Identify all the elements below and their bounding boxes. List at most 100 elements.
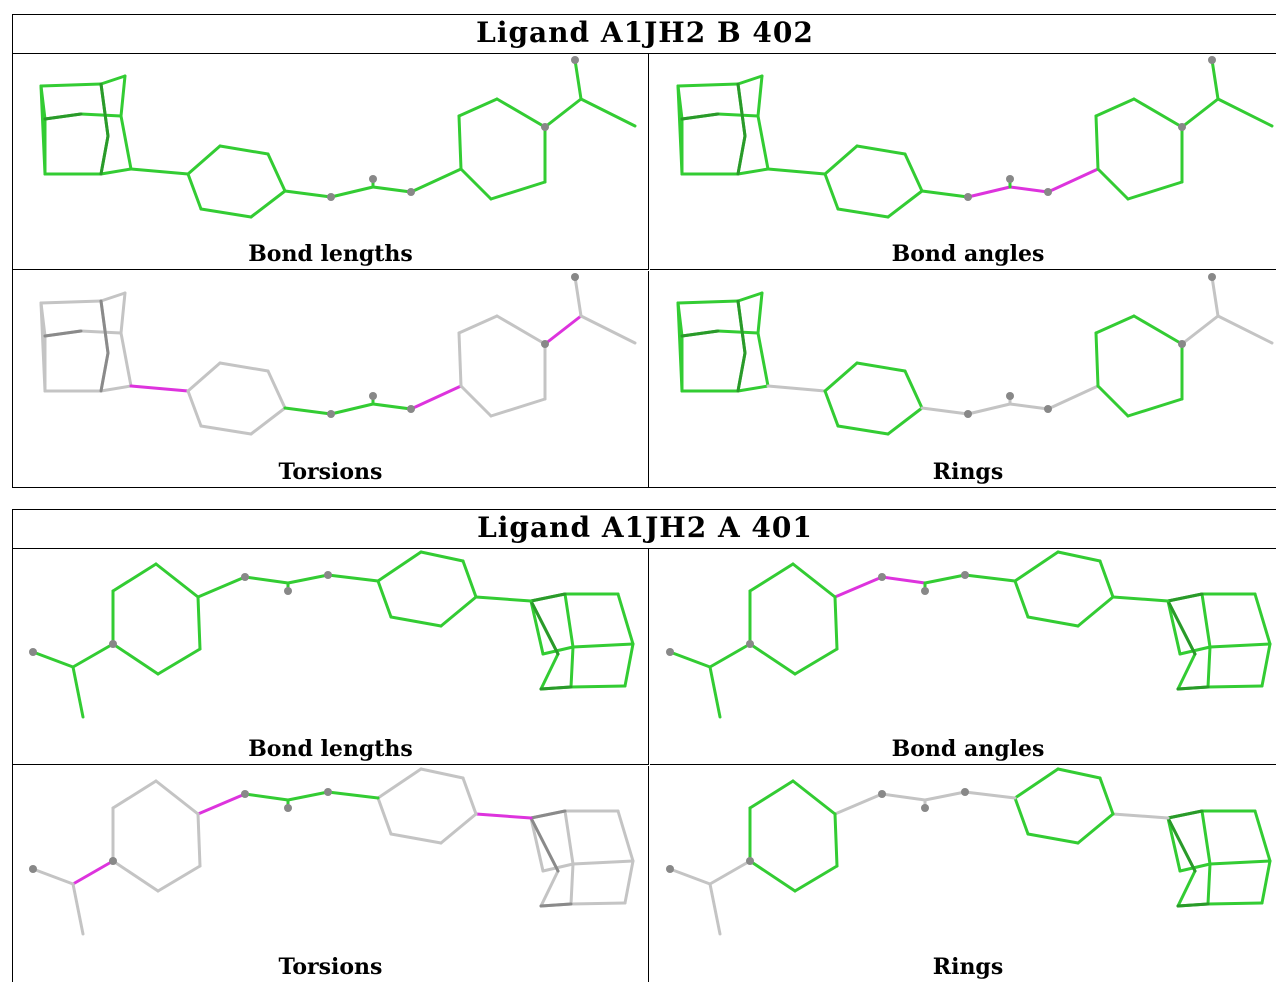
bond-ring1 [836, 424, 890, 436]
bond-ring1 [186, 144, 222, 176]
atom-marker [878, 573, 886, 581]
panel-torsions: Torsions [13, 271, 649, 487]
bond-iso [1216, 97, 1274, 128]
bond-cageDark [539, 685, 573, 691]
bond-cage [1253, 809, 1272, 863]
atom-marker [571, 56, 579, 64]
panel-rings: Rings [650, 766, 1276, 982]
bond-ring1 [461, 559, 478, 599]
bond-cage [616, 809, 635, 863]
bond-link3 [833, 575, 884, 599]
bond-iso [708, 882, 722, 936]
bond-cageDark [99, 134, 110, 176]
bond-cage [39, 299, 103, 305]
bond-ring1 [376, 767, 423, 800]
bond-cage [716, 329, 760, 335]
atom-marker [324, 788, 332, 796]
bond-ring1 [439, 595, 478, 628]
molecule-view [676, 56, 1274, 219]
bond-ring2 [459, 167, 493, 201]
bond-ring2 [1132, 314, 1184, 346]
bond-chainA [966, 185, 1012, 199]
bond-chainB [371, 402, 413, 411]
bond-cage [119, 331, 133, 388]
bond-ring2 [1096, 167, 1130, 201]
atom-marker [324, 571, 332, 579]
atom-marker [1006, 392, 1014, 400]
bond-ring1 [266, 152, 287, 193]
bond-iso [1216, 314, 1274, 345]
bond-cage [99, 167, 133, 176]
molecule-view [29, 767, 635, 936]
bond-cage [1208, 859, 1272, 866]
bond-ring1 [886, 189, 924, 219]
bond-ring1 [389, 615, 443, 628]
atom-marker [746, 640, 754, 648]
bond-ring1 [823, 172, 840, 211]
bond-cage [1206, 684, 1264, 689]
bond-chainA [880, 575, 927, 585]
bond-ring2 [748, 859, 797, 893]
bond-ring2 [791, 562, 837, 599]
bond-ring1 [903, 152, 924, 193]
bond-cage [1166, 599, 1182, 656]
bond-cageDark [1166, 809, 1204, 820]
bond-ring1 [186, 389, 203, 428]
bond-cage [39, 82, 103, 88]
atom-marker [1044, 188, 1052, 196]
bond-ring1 [419, 767, 465, 780]
bond-ring1 [1056, 550, 1102, 563]
bond-cage [676, 82, 740, 88]
panel-bond-lengths: Bond lengths [13, 54, 649, 270]
panel-rings: Rings [650, 271, 1276, 487]
bond-cage [1176, 652, 1197, 691]
bond-link1 [129, 384, 190, 393]
ligand-table-2: Ligand A1JH2 A 401 Bond lengths Bond ang… [12, 509, 1276, 982]
atom-marker [241, 573, 249, 581]
bond-link1 [1111, 595, 1170, 603]
bond-ring2 [457, 314, 499, 335]
atom-marker [284, 587, 292, 595]
atom-marker [284, 804, 292, 812]
bond-cage [1208, 642, 1272, 649]
bond-link2 [326, 790, 380, 800]
molecule-view [676, 273, 1274, 436]
bond-cage [563, 592, 575, 649]
bond-ring2 [489, 397, 547, 418]
bond-cage [529, 816, 545, 873]
bond-cage [539, 652, 560, 691]
bond-cageDark [680, 112, 720, 121]
atom-marker [746, 857, 754, 865]
atom-marker [541, 123, 549, 131]
bond-ring1 [1076, 595, 1115, 628]
bond-link3 [409, 384, 463, 411]
panel-caption: Bond lengths [248, 736, 413, 762]
bond-ring1 [823, 361, 859, 393]
bond-ring1 [1098, 776, 1115, 816]
bond-cage [569, 645, 575, 689]
bond-link2 [283, 406, 333, 416]
ligand-table-1: Ligand A1JH2 B 402 Bond lengths Bond ang… [12, 14, 1276, 488]
bond-cage [716, 112, 760, 118]
bond-cage [736, 167, 770, 176]
atom-marker [541, 340, 549, 348]
atom-marker [109, 640, 117, 648]
bond-ring1 [886, 406, 924, 436]
table-title: Ligand A1JH2 A 401 [13, 510, 1276, 549]
bond-ring2 [793, 864, 839, 893]
atom-marker [961, 788, 969, 796]
bond-ring1 [439, 812, 478, 845]
bond-cageDark [1166, 816, 1197, 873]
bond-ring2 [457, 331, 463, 388]
bond-link3 [833, 792, 884, 816]
bond-cage [623, 642, 635, 688]
atom-marker [1178, 123, 1186, 131]
bond-iso [579, 314, 637, 345]
bond-link4 [543, 314, 583, 346]
bond-cageDark [1176, 685, 1210, 691]
bond-ring2 [457, 97, 499, 118]
bond-cageDark [529, 816, 560, 873]
bond-ring2 [791, 779, 837, 816]
atom-marker [1044, 405, 1052, 413]
bond-iso [573, 58, 583, 101]
